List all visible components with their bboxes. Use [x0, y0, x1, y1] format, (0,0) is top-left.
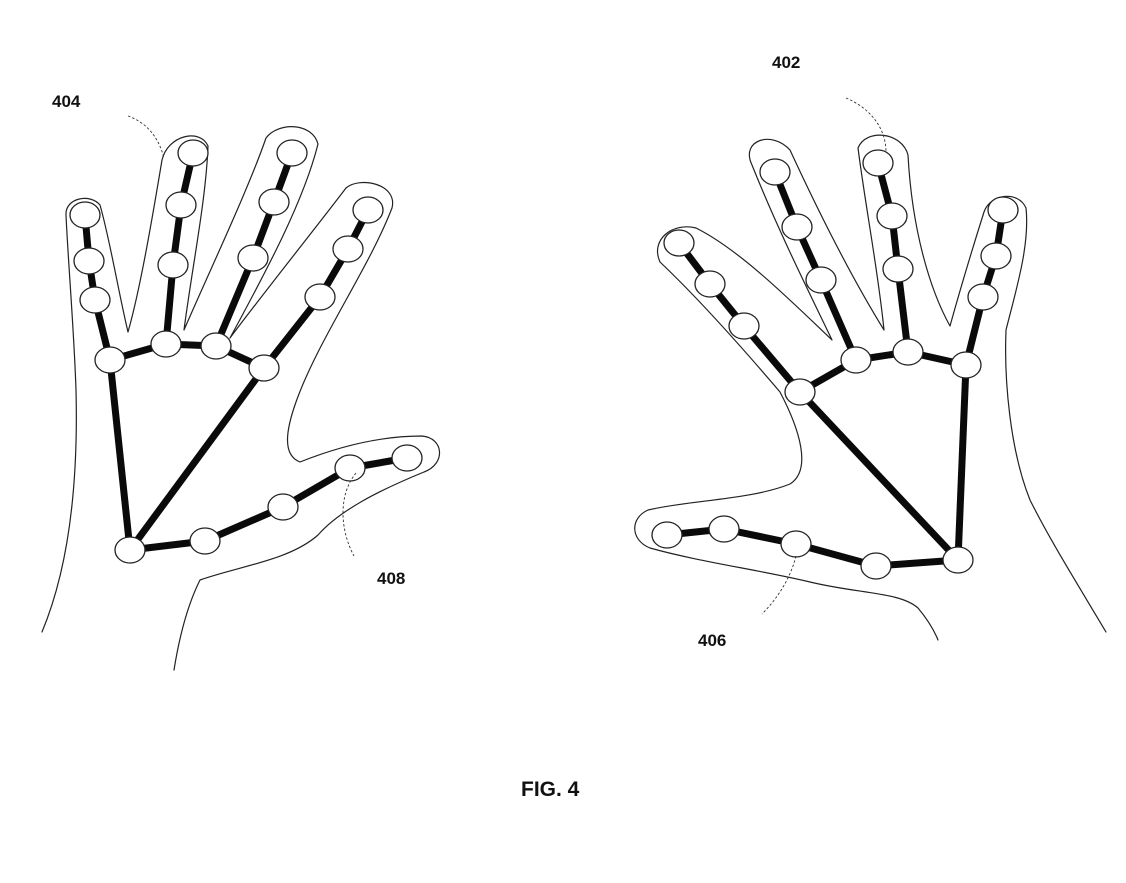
- label-402: 402: [772, 53, 800, 72]
- right-joint: [759, 158, 791, 186]
- left-joint: [352, 196, 384, 224]
- left-joint: [79, 286, 111, 314]
- left-joint: [94, 346, 126, 374]
- left-bone: [126, 364, 268, 554]
- left-joint: [237, 244, 269, 272]
- right-bone: [796, 388, 962, 564]
- right-joint: [980, 242, 1012, 270]
- left-bone: [260, 293, 324, 372]
- right-hand-outline: [634, 134, 1107, 641]
- right-joint: [694, 270, 726, 298]
- left-joint: [276, 139, 308, 167]
- right-joint: [728, 312, 760, 340]
- left-joint: [304, 283, 336, 311]
- right-joint: [708, 515, 740, 543]
- left-joint: [248, 354, 280, 382]
- right-joint: [805, 266, 837, 294]
- left-joint: [165, 191, 197, 219]
- left-hand-outline: [41, 126, 441, 671]
- right-hand-leader-line: [845, 97, 887, 153]
- right-bone: [740, 322, 804, 396]
- left-joint: [200, 332, 232, 360]
- right-bone: [817, 276, 860, 364]
- right-joint: [967, 283, 999, 311]
- left-hand: [41, 115, 441, 671]
- label-406: 406: [698, 631, 726, 650]
- left-thumb-leader-line: [342, 472, 357, 557]
- right-joint: [651, 521, 683, 549]
- left-joint: [267, 493, 299, 521]
- left-hand-joints: [69, 139, 423, 564]
- left-joint: [189, 527, 221, 555]
- right-thumb-leader-line: [761, 555, 797, 615]
- right-bone: [954, 361, 970, 564]
- left-hand-leader-line: [127, 115, 165, 159]
- right-joint: [942, 546, 974, 574]
- right-joint: [860, 552, 892, 580]
- left-joint: [258, 188, 290, 216]
- left-joint: [73, 247, 105, 275]
- left-bone: [106, 356, 134, 554]
- figure-caption: FIG. 4: [521, 778, 580, 801]
- right-joint: [892, 338, 924, 366]
- label-408: 408: [377, 569, 405, 588]
- left-joint: [391, 444, 423, 472]
- left-joint: [114, 536, 146, 564]
- left-bone: [212, 254, 257, 350]
- right-joint: [950, 351, 982, 379]
- right-joint: [781, 213, 813, 241]
- left-joint: [334, 454, 366, 482]
- right-joint: [784, 378, 816, 406]
- right-joint: [862, 149, 894, 177]
- left-joint: [177, 139, 209, 167]
- right-joint: [840, 346, 872, 374]
- right-joint: [780, 530, 812, 558]
- right-hand: [634, 97, 1107, 641]
- right-hand-joints: [651, 149, 1019, 580]
- right-joint: [663, 229, 695, 257]
- right-bone: [894, 265, 912, 356]
- right-joint: [882, 255, 914, 283]
- left-joint: [332, 235, 364, 263]
- left-joint: [69, 201, 101, 229]
- left-joint: [157, 251, 189, 279]
- label-404: 404: [52, 92, 81, 111]
- right-joint: [876, 202, 908, 230]
- right-joint: [987, 196, 1019, 224]
- left-joint: [150, 330, 182, 358]
